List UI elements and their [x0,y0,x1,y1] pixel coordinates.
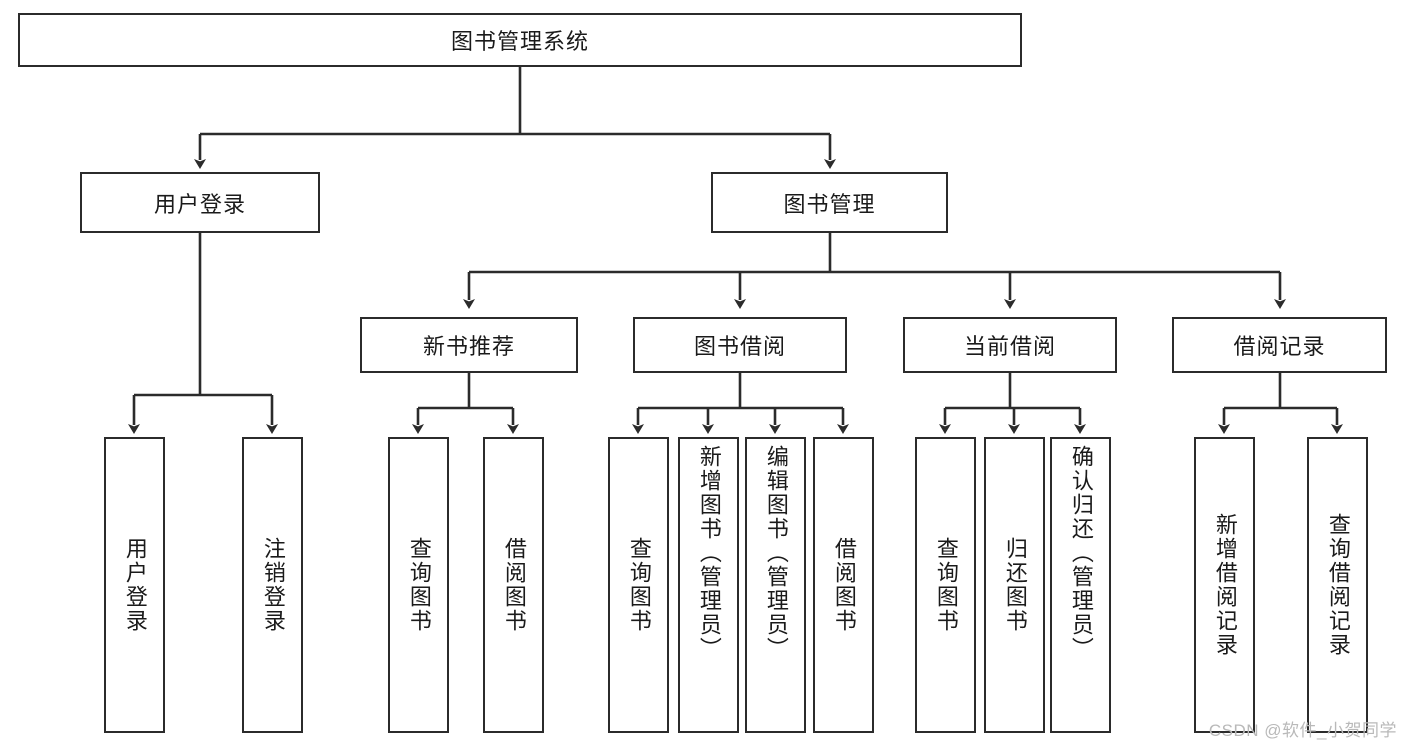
node-label: 图书管理 [783,191,876,217]
node-current-borrow[interactable]: 当前借阅 [903,317,1117,373]
node-user-login[interactable]: 用户登录 [80,172,320,233]
node-label: 确认归还（管理员） [1068,445,1094,661]
node-label: 查询图书 [933,537,959,633]
leaf-borrow-add-book-admin[interactable]: 新增图书（管理员） [678,437,739,733]
leaf-user-login-logout[interactable]: 注销登录 [242,437,303,733]
node-label: 用户登录 [153,191,246,217]
node-label: 注销登录 [260,537,286,633]
node-book-borrow[interactable]: 图书借阅 [633,317,847,373]
node-new-book-recommend[interactable]: 新书推荐 [360,317,578,373]
node-label: 当前借阅 [963,334,1056,359]
node-book-management[interactable]: 图书管理 [711,172,948,233]
leaf-record-query-record[interactable]: 查询借阅记录 [1307,437,1368,733]
leaf-borrow-edit-book-admin[interactable]: 编辑图书（管理员） [745,437,806,733]
leaf-new-book-borrow[interactable]: 借阅图书 [483,437,544,733]
node-label: 借阅图书 [831,537,857,633]
leaf-borrow-borrow-book[interactable]: 借阅图书 [813,437,874,733]
node-label: 新增图书（管理员） [696,445,722,661]
leaf-current-return-book[interactable]: 归还图书 [984,437,1045,733]
node-label: 归还图书 [1002,537,1028,633]
leaf-new-book-query[interactable]: 查询图书 [388,437,449,733]
node-label: 新书推荐 [422,334,515,359]
node-borrow-record[interactable]: 借阅记录 [1172,317,1387,373]
node-label: 图书管理系统 [450,29,589,54]
csdn-watermark: CSDN @软件_小贺同学 [1208,721,1397,740]
node-label: 借阅记录 [1233,334,1326,359]
node-label: 借阅图书 [501,537,527,633]
node-label: 编辑图书（管理员） [763,445,789,661]
node-label: 新增借阅记录 [1212,513,1238,657]
leaf-user-login-login[interactable]: 用户登录 [104,437,165,733]
node-label: 查询图书 [406,537,432,633]
node-root-book-management-system[interactable]: 图书管理系统 [18,13,1022,67]
node-label: 用户登录 [122,537,148,633]
leaf-record-add-record[interactable]: 新增借阅记录 [1194,437,1255,733]
node-label: 图书借阅 [693,334,786,359]
leaf-current-query-book[interactable]: 查询图书 [915,437,976,733]
leaf-current-confirm-return-admin[interactable]: 确认归还（管理员） [1050,437,1111,733]
node-label: 查询图书 [626,537,652,633]
node-label: 查询借阅记录 [1325,513,1351,657]
leaf-borrow-query-book[interactable]: 查询图书 [608,437,669,733]
